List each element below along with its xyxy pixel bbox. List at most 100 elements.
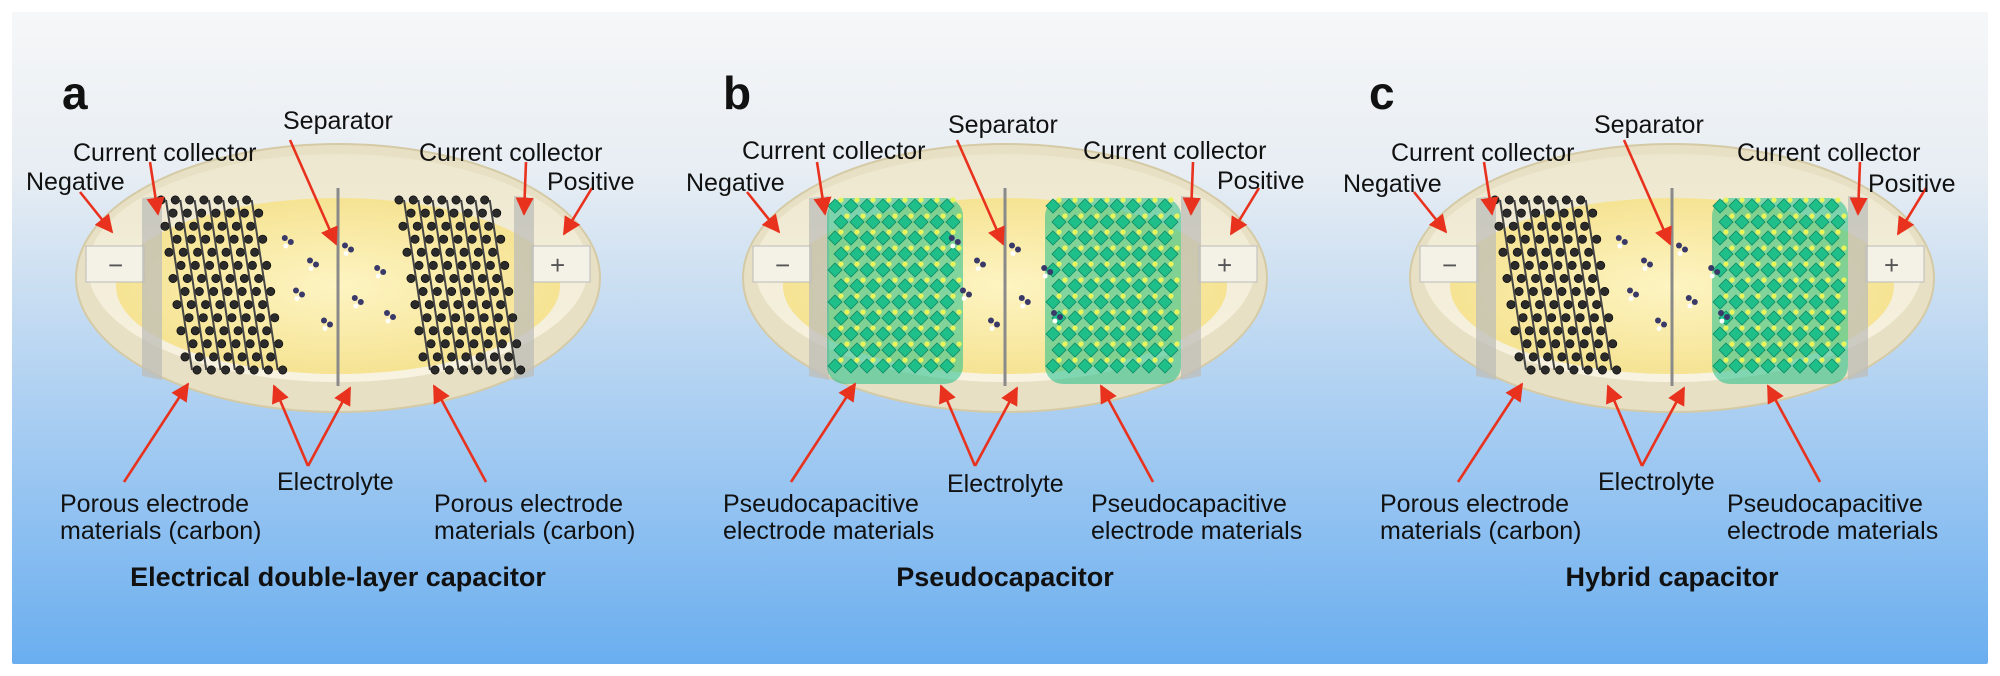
left-material-label-a: Porous electrode materials (carbon) <box>60 491 261 545</box>
electrolyte-ions-b <box>948 235 1063 331</box>
right-material-label-b: Pseudocapacitive electrode materials <box>1091 491 1302 545</box>
collector-right-a <box>514 196 534 380</box>
collector-left-arrow-c <box>1480 161 1499 216</box>
electrolyte-arrow-left-c <box>1606 384 1644 467</box>
left-material-arrow-a <box>122 382 190 483</box>
left-material-line2-a: materials (carbon) <box>60 517 262 545</box>
positive-label-a: Positive <box>547 168 635 196</box>
left-material-line1-b: Pseudocapacitive <box>723 490 919 518</box>
capacitor-device-b: −+ <box>742 139 1268 483</box>
positive-arrow-a <box>562 187 594 236</box>
positive-label-b: Positive <box>1217 167 1305 195</box>
collector-right-arrow-b <box>1182 161 1201 216</box>
right-material-label-a: Porous electrode materials (carbon) <box>434 491 635 545</box>
collector-right-b <box>1181 196 1201 380</box>
positive-sign-c: + <box>1884 250 1899 280</box>
left-electrode-c <box>1490 195 1622 375</box>
collector-left-arrow-a <box>146 161 165 216</box>
positive-terminal-b <box>1198 245 1258 283</box>
right-material-arrow-c <box>1766 384 1822 483</box>
panel-title-b: Pseudocapacitor <box>896 562 1114 592</box>
negative-sign-a: − <box>108 250 123 280</box>
left-material-label-b: Pseudocapacitive electrode materials <box>723 491 934 545</box>
electrolyte-arrow-right-c <box>1640 386 1686 467</box>
electrolyte-arrow-right-b <box>973 386 1019 467</box>
negative-label-a: Negative <box>26 168 125 196</box>
right-material-line2-c: electrode materials <box>1727 517 1939 545</box>
right-electrode-b <box>1045 197 1181 384</box>
right-material-label-c: Pseudocapacitive electrode materials <box>1727 491 1938 545</box>
separator-arrow-a <box>288 139 338 246</box>
left-material-arrow-b <box>789 382 857 483</box>
collector-right-arrow-c <box>1849 161 1868 216</box>
capacitor-device-c: −+ <box>1409 139 1935 483</box>
collector-left-arrow-b <box>813 161 832 216</box>
right-electrode-c <box>1712 197 1848 384</box>
right-material-line1-c: Pseudocapacitive <box>1727 490 1923 518</box>
collector-left-a <box>142 196 162 380</box>
electrolyte-arrow-left-a <box>272 384 310 467</box>
collector-right-c <box>1848 196 1868 380</box>
right-material-arrow-b <box>1099 384 1155 483</box>
panel-letter-c: c <box>1369 67 1395 119</box>
electrolyte-ions-a <box>281 235 396 331</box>
capacitor-device-a: −+ <box>75 139 601 483</box>
collector-right-arrow-a <box>515 161 534 216</box>
positive-sign-b: + <box>1217 250 1232 280</box>
separator-arrow-c <box>1622 139 1672 246</box>
left-material-line1-c: Porous electrode <box>1380 490 1570 518</box>
collector-left-label-b: Current collector <box>742 137 926 165</box>
left-electrode-a <box>156 195 288 375</box>
negative-arrow-a <box>78 191 114 234</box>
panel-letter-a: a <box>62 67 88 119</box>
left-material-line1-a: Porous electrode <box>60 490 250 518</box>
left-material-line2-c: materials (carbon) <box>1380 517 1582 545</box>
left-material-line2-b: electrode materials <box>723 517 935 545</box>
panel-title-c: Hybrid capacitor <box>1565 562 1779 592</box>
negative-arrow-c <box>1412 191 1448 234</box>
electrolyte-ions-c <box>1615 235 1730 331</box>
right-material-line1-b: Pseudocapacitive <box>1091 490 1287 518</box>
left-material-arrow-c <box>1456 382 1524 483</box>
collector-left-label-c: Current collector <box>1391 139 1575 167</box>
left-electrode-b <box>827 197 963 384</box>
separator-arrow-b <box>955 139 1005 246</box>
electrolyte-arrow-left-b <box>939 384 977 467</box>
negative-terminal-a <box>85 245 145 283</box>
negative-terminal-b <box>752 245 812 283</box>
separator-label-c: Separator <box>1594 111 1704 139</box>
positive-terminal-a <box>531 245 591 283</box>
panel-title-a: Electrical double-layer capacitor <box>130 562 546 592</box>
electrolyte-label-b: Electrolyte <box>947 470 1064 498</box>
collector-left-b <box>809 196 829 380</box>
collector-right-label-c: Current collector <box>1737 139 1921 167</box>
positive-sign-a: + <box>550 250 565 280</box>
panel-letter-b: b <box>723 67 752 119</box>
negative-sign-b: − <box>775 250 790 280</box>
right-material-arrow-a <box>432 384 488 483</box>
right-material-line2-b: electrode materials <box>1091 517 1303 545</box>
positive-terminal-c <box>1865 245 1925 283</box>
negative-label-b: Negative <box>686 169 785 197</box>
electrolyte-label-c: Electrolyte <box>1598 468 1715 496</box>
left-material-label-c: Porous electrode materials (carbon) <box>1380 491 1581 545</box>
right-material-line2-a: materials (carbon) <box>434 517 636 545</box>
right-material-line1-a: Porous electrode <box>434 490 624 518</box>
electrolyte-label-a: Electrolyte <box>277 468 394 496</box>
collector-right-label-b: Current collector <box>1083 137 1267 165</box>
separator-label-b: Separator <box>948 111 1058 139</box>
positive-label-c: Positive <box>1868 170 1956 198</box>
collector-right-label-a: Current collector <box>419 139 603 167</box>
collector-left-label-a: Current collector <box>73 139 257 167</box>
separator-label-a: Separator <box>283 107 393 135</box>
positive-arrow-c <box>1896 187 1928 236</box>
positive-arrow-b <box>1229 187 1261 236</box>
negative-terminal-c <box>1419 245 1479 283</box>
negative-label-c: Negative <box>1343 170 1442 198</box>
electrolyte-arrow-right-a <box>306 386 352 467</box>
negative-arrow-b <box>745 191 781 234</box>
negative-sign-c: − <box>1442 250 1457 280</box>
collector-left-c <box>1476 196 1496 380</box>
